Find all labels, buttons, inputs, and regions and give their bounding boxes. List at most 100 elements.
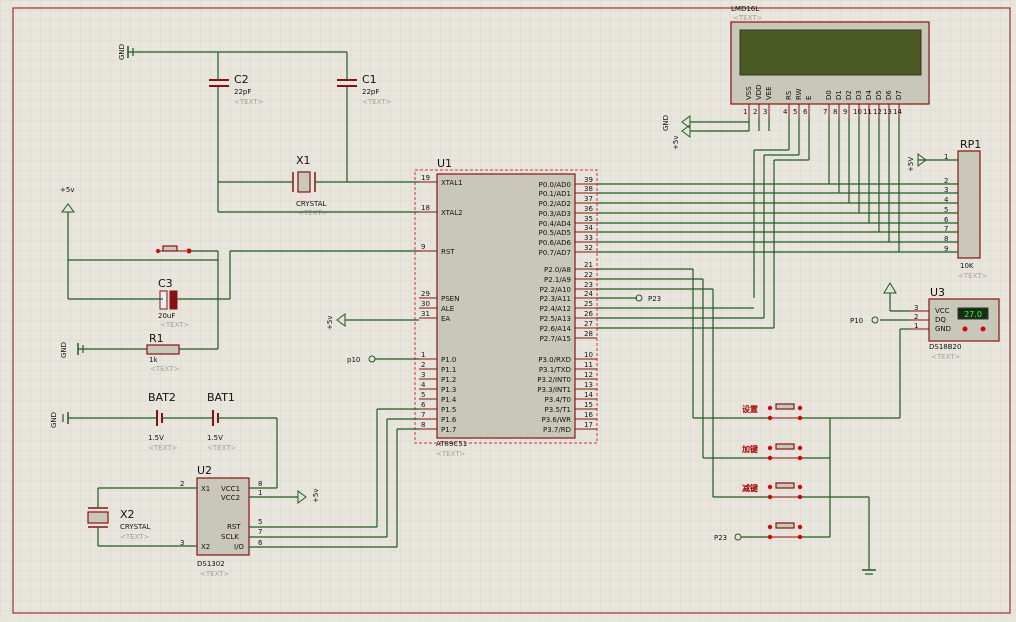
lcd-pin-name: D2: [845, 90, 853, 100]
c2-ref: C2: [234, 73, 249, 86]
c3-capacitor[interactable]: C3 20uF <TEXT>: [158, 277, 190, 329]
lcd-pin-name: RW: [795, 88, 803, 100]
lcd-pin-name: D5: [875, 90, 883, 100]
net-p10-u3: P10: [850, 317, 863, 325]
c2-capacitor[interactable]: C2 22pF <TEXT>: [209, 73, 264, 106]
u2-pin-8: 8: [258, 480, 262, 488]
u3-ds18b20[interactable]: 27.0 U3 DS18B20 <TEXT> VCC DQ GND 3 2 1: [910, 286, 1000, 361]
lcd-pin-name: D6: [885, 90, 893, 100]
rp1-pin-num: 4: [944, 196, 949, 204]
u2-pin-3: 3: [180, 539, 184, 547]
u1-pin-name: P0.7/AD7: [539, 249, 571, 257]
c1-text: <TEXT>: [362, 98, 392, 106]
x1-text: <TEXT>: [298, 209, 328, 217]
rp1-pin-num: 7: [944, 225, 948, 233]
gnd-label-r1: GND: [60, 342, 68, 358]
u2-pin-x1: X1: [201, 485, 210, 493]
push-button[interactable]: 设置: [742, 403, 803, 421]
c3-value: 20uF: [158, 312, 175, 320]
lcd-pin-name: D3: [855, 90, 863, 100]
x2-ref: X2: [120, 508, 135, 521]
u1-microcontroller[interactable]: U1 AT89C51 <TEXT> 19XTAL118XTAL29RST29PS…: [414, 157, 598, 458]
u3-pin-2: 2: [914, 313, 918, 321]
u1-pin-num: 27: [584, 320, 593, 328]
lcd-pin-name: D4: [865, 90, 873, 100]
u1-pin-num: 22: [584, 271, 593, 279]
rp1-ref: RP1: [960, 138, 981, 151]
lcd-pin-num: 4: [783, 108, 788, 116]
lcd-pin-num: 6: [803, 108, 808, 116]
x2-crystal[interactable]: X2 CRYSTAL <TEXT>: [87, 507, 151, 541]
u2-ref: U2: [197, 464, 212, 477]
u1-pin-name: P3.4/T0: [545, 396, 571, 404]
net-p23-u1: P23: [648, 295, 661, 303]
u3-part: DS18B20: [929, 343, 961, 351]
bat2-battery[interactable]: BAT2 1.5V <TEXT>: [148, 391, 178, 452]
lcd-pin-num: 12: [873, 108, 882, 116]
net-labels: p10 P23 P10 P23: [347, 294, 879, 542]
u1-pin-name: P0.1/AD1: [539, 190, 571, 198]
u1-pin-num: 30: [421, 300, 430, 308]
u1-pin-num: 26: [584, 310, 593, 318]
u2-pin-6: 6: [258, 539, 263, 547]
lcd-pin-name: VSS: [745, 86, 753, 100]
lcd-module[interactable]: LMD16L <TEXT> VSS1VDD2VEE3RS4RW5E6D07D18…: [730, 5, 930, 118]
reset-button[interactable]: [156, 245, 192, 254]
u1-pin-num: 36: [584, 205, 593, 213]
x1-crystal[interactable]: X1 CRYSTAL <TEXT>: [292, 154, 328, 217]
u3-reading: 27.0: [964, 310, 982, 319]
lcd-pin-name: RS: [785, 90, 793, 100]
rp1-text: <TEXT>: [958, 272, 988, 280]
rp1-pin-num: 5: [944, 206, 948, 214]
button-label: 设置: [742, 404, 758, 414]
u3-pin-gnd: GND: [935, 325, 951, 333]
net-p23-btn: P23: [714, 534, 727, 542]
gnd-label-bat: GND: [50, 412, 58, 428]
u1-pin-num: 33: [584, 234, 593, 242]
u1-pin-name: P0.5/AD5: [539, 229, 571, 237]
rp1-pin-num: 9: [944, 245, 948, 253]
u2-ds1302[interactable]: U2 DS1302 <TEXT> X1 X2 VCC1 VCC2 RST SCL…: [180, 464, 263, 578]
u1-pin-num: 8: [421, 421, 425, 429]
u1-pin-name: XTAL1: [441, 179, 463, 187]
button-label: 加键: [741, 444, 758, 454]
bat1-value: 1.5V: [207, 434, 223, 442]
push-button[interactable]: 减键: [742, 482, 803, 500]
u1-pin-num: 38: [584, 185, 593, 193]
u2-pin-rst: RST: [227, 523, 241, 531]
bat1-ref: BAT1: [207, 391, 235, 404]
u1-pin-name: ALE: [441, 305, 454, 313]
u1-pin-name: P0.0/AD0: [539, 181, 571, 189]
u1-pin-num: 31: [421, 310, 430, 318]
vcc-label-lcd: +5v: [672, 136, 680, 150]
u1-pin-num: 37: [584, 195, 593, 203]
u2-pin-7: 7: [258, 528, 262, 536]
vcc-label-ea: +5v: [326, 316, 334, 330]
u2-pin-2: 2: [180, 480, 184, 488]
bat2-text: <TEXT>: [148, 444, 178, 452]
power-symbols: GND +5v GND +5v GND +5v GND +5v +5V: [50, 44, 927, 504]
u1-text: <TEXT>: [436, 450, 466, 458]
bat2-value: 1.5V: [148, 434, 164, 442]
push-button[interactable]: 加键: [741, 443, 803, 461]
lcd-text: <TEXT>: [733, 14, 763, 22]
c3-ref: C3: [158, 277, 173, 290]
rp1-pin-num: 2: [944, 177, 948, 185]
push-button[interactable]: [767, 522, 803, 540]
u1-pin-num: 5: [421, 391, 425, 399]
u2-pin-sclk: SCLK: [221, 533, 239, 541]
u1-pin-name: P2.6/A14: [540, 325, 572, 333]
x1-value: CRYSTAL: [296, 200, 327, 208]
u1-pin-num: 28: [584, 330, 593, 338]
x2-value: CRYSTAL: [120, 523, 151, 531]
u1-pin-num: 19: [421, 174, 430, 182]
u1-pin-name: P3.1/TXD: [539, 366, 571, 374]
u1-pin-name: P0.2/AD2: [539, 200, 571, 208]
lcd-pin-name: D7: [895, 90, 903, 100]
u3-pin-3: 3: [914, 304, 918, 312]
u1-left-pins: 19XTAL118XTAL29RST29PSEN30ALE31EA1P1.02P…: [419, 174, 463, 434]
